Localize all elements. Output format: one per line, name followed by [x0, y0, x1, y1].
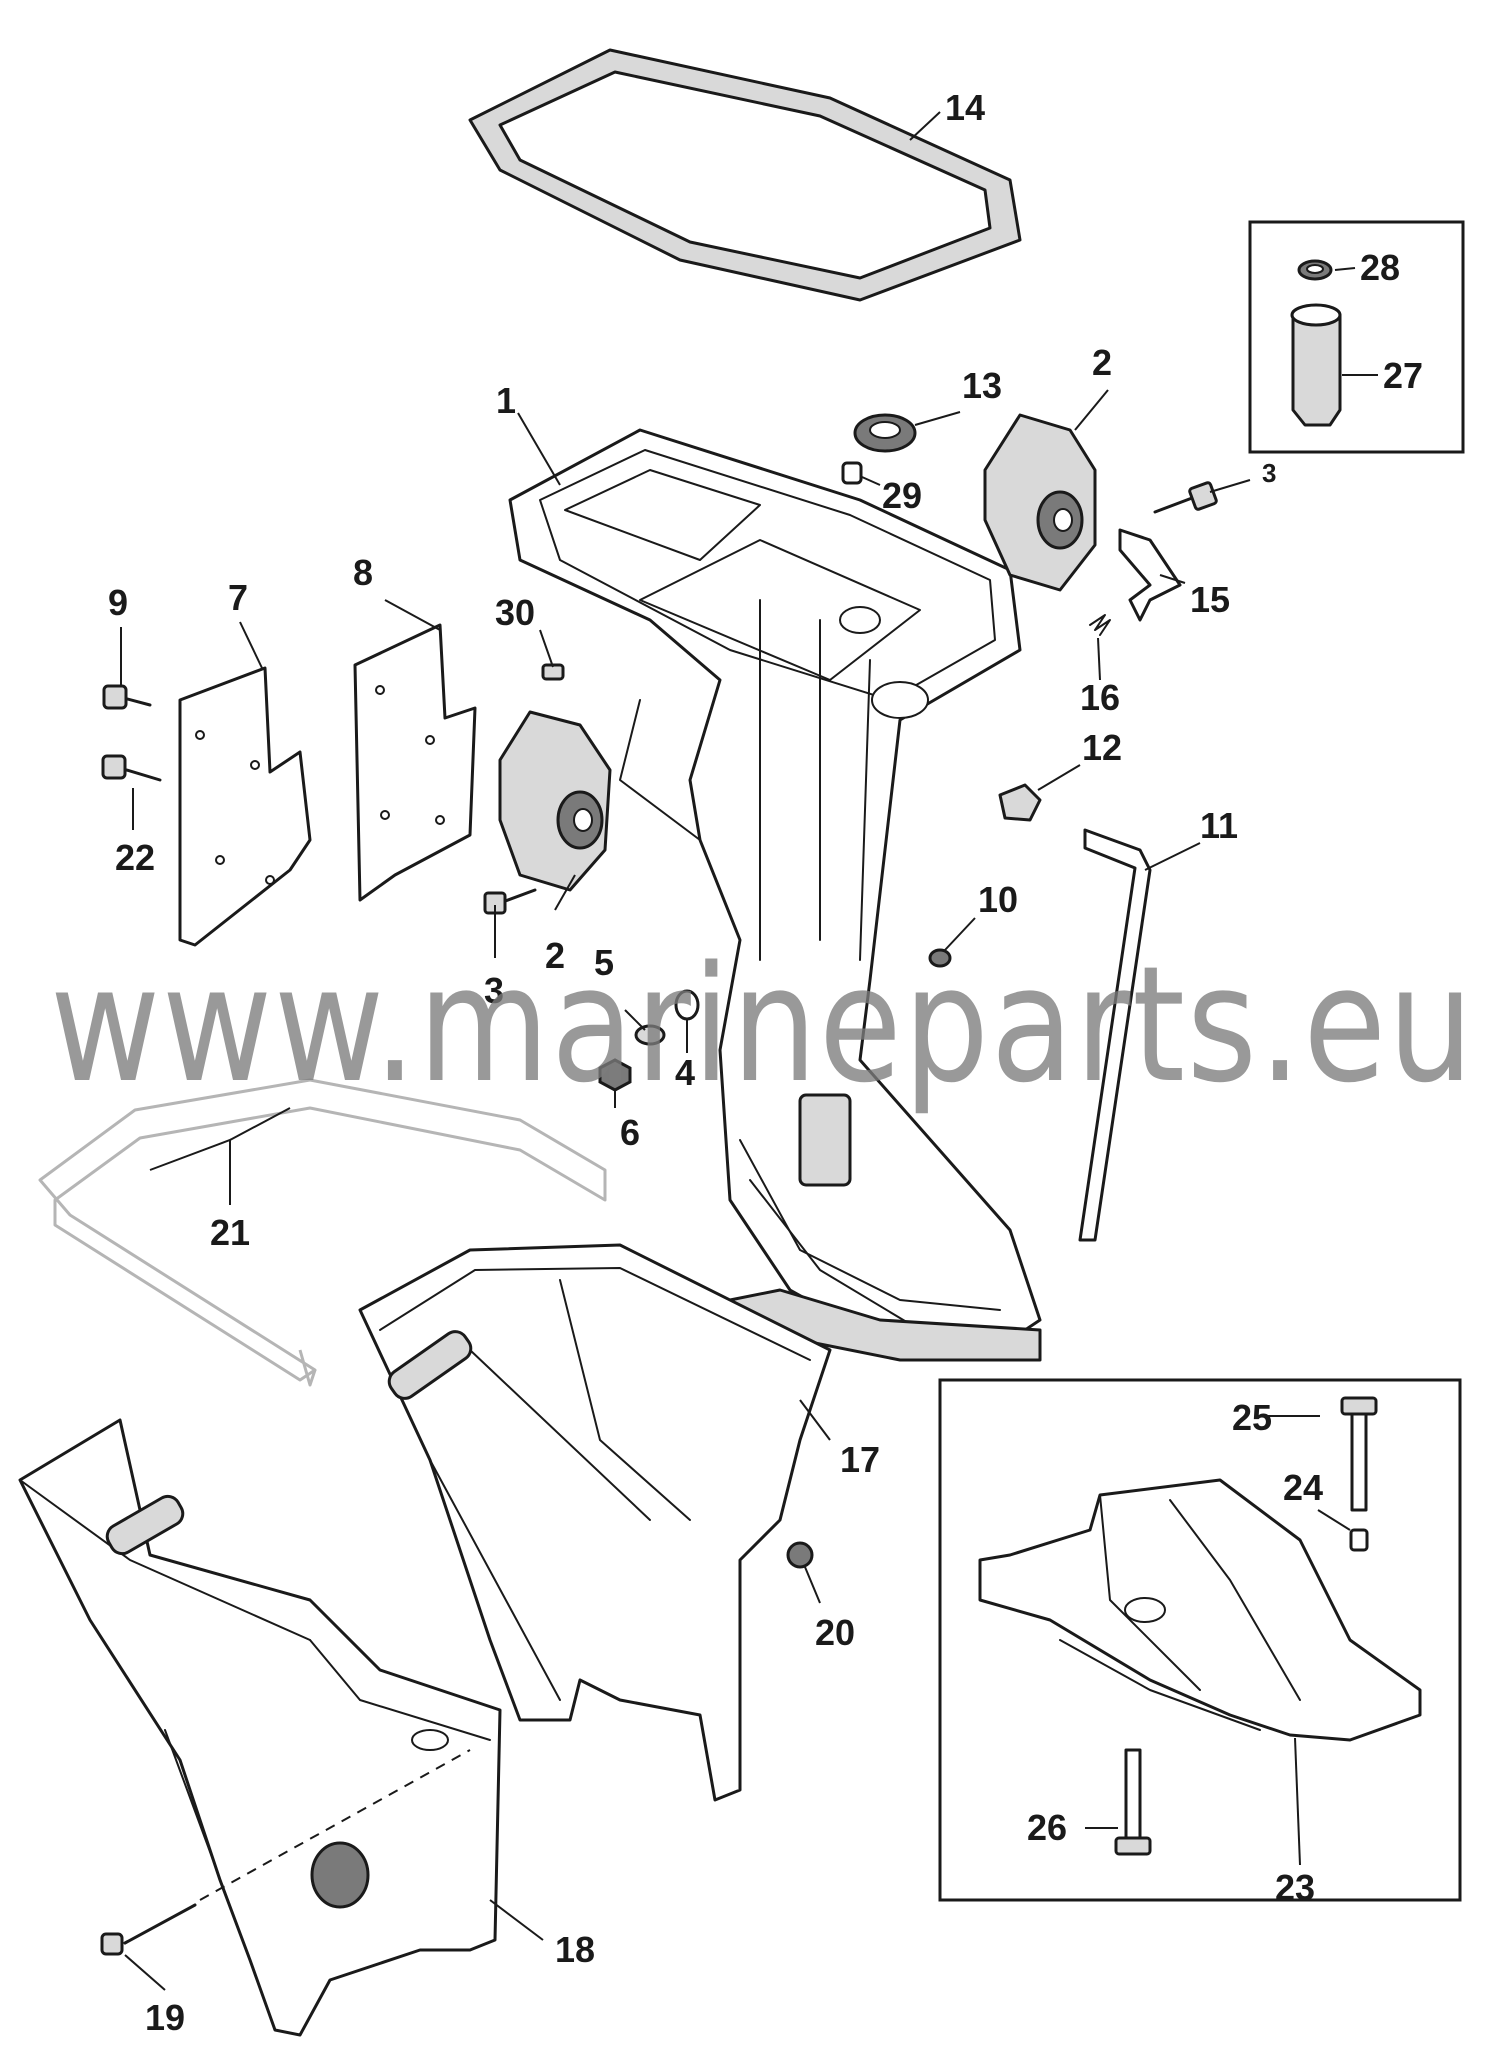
callout-14: 14: [945, 87, 985, 128]
part-2-mount-lower: [498, 710, 612, 892]
callout-3-lower: 3: [484, 970, 504, 1011]
callout-18: 18: [555, 1929, 595, 1970]
callout-29: 29: [882, 475, 922, 516]
callout-25: 25: [1232, 1397, 1272, 1438]
part-30-screw: [541, 663, 565, 681]
callout-11: 11: [1200, 805, 1238, 846]
callout-7: 7: [228, 577, 248, 618]
callout-15: 15: [1190, 579, 1230, 620]
callout-23: 23: [1275, 1867, 1315, 1908]
callout-22: 22: [115, 837, 155, 878]
callout-28: 28: [1360, 247, 1400, 288]
part-6-nut: [598, 1058, 632, 1092]
callout-2-upper: 2: [1092, 342, 1112, 383]
callout-20: 20: [815, 1612, 855, 1653]
watermark-text: www.marineparts.eu: [50, 931, 1475, 1118]
part-23-housing: [978, 1478, 1422, 1742]
part-18-left-cowl: [18, 1418, 502, 2037]
callout-21: 21: [210, 1212, 250, 1253]
callout-8: 8: [353, 552, 373, 593]
callout-30: 30: [495, 592, 535, 633]
callout-2-lower: 2: [545, 935, 565, 976]
part-16-spring: [1089, 614, 1111, 636]
callout-3-upper: 3: [1262, 458, 1276, 488]
callout-17: 17: [840, 1439, 880, 1480]
callout-9: 9: [108, 582, 128, 623]
part-25-bolt: [1340, 1396, 1378, 1512]
part-26-bolt: [1114, 1748, 1152, 1856]
callout-26: 26: [1027, 1807, 1067, 1848]
part-11-water-tube: [1078, 828, 1152, 1242]
inset-box-top: [1248, 220, 1465, 454]
inset-box-bottom: [938, 1378, 1462, 1902]
callout-10: 10: [978, 879, 1018, 920]
callout-labels: 14 28 27 13 2 29 1 3 15 16 12 11 10 30 8…: [108, 87, 1423, 2038]
callout-6: 6: [620, 1112, 640, 1153]
part-3-screw-left: [483, 888, 537, 915]
part-19-screw: [100, 1903, 197, 1956]
callout-19: 19: [145, 1997, 185, 2038]
part-27-fitting: [1290, 303, 1342, 427]
callout-24: 24: [1283, 1467, 1323, 1508]
part-10-plug: [928, 948, 952, 968]
part-2-mount-upper: [983, 413, 1097, 592]
part-21-seal: [38, 1078, 607, 1387]
callout-12: 12: [1082, 727, 1122, 768]
part-12-grommet: [998, 783, 1042, 822]
callout-4: 4: [675, 1052, 695, 1093]
callout-5: 5: [594, 942, 614, 983]
callout-16: 16: [1080, 677, 1120, 718]
part-28-washer: [1297, 259, 1333, 281]
part-22-screw: [101, 754, 162, 782]
part-5-washer: [634, 1024, 666, 1046]
callout-27: 27: [1383, 355, 1423, 396]
part-15-bracket: [1118, 528, 1182, 622]
part-7-plate: [178, 666, 312, 947]
part-20-nut: [786, 1541, 814, 1569]
callout-1: 1: [496, 380, 516, 421]
part-3-screw-right: [1153, 481, 1218, 514]
callout-13: 13: [962, 365, 1002, 406]
part-8-gasket: [353, 623, 477, 902]
part-17-right-cowl: [358, 1243, 832, 1802]
part-14-gasket: [468, 48, 1022, 302]
part-29-pin: [841, 461, 863, 485]
part-1-driveshaft-housing: [508, 428, 1042, 1362]
leader-lines: [120, 111, 1378, 1991]
part-9-screw: [102, 684, 152, 710]
part-13-seal: [853, 413, 917, 453]
part-24-pin: [1349, 1528, 1369, 1552]
